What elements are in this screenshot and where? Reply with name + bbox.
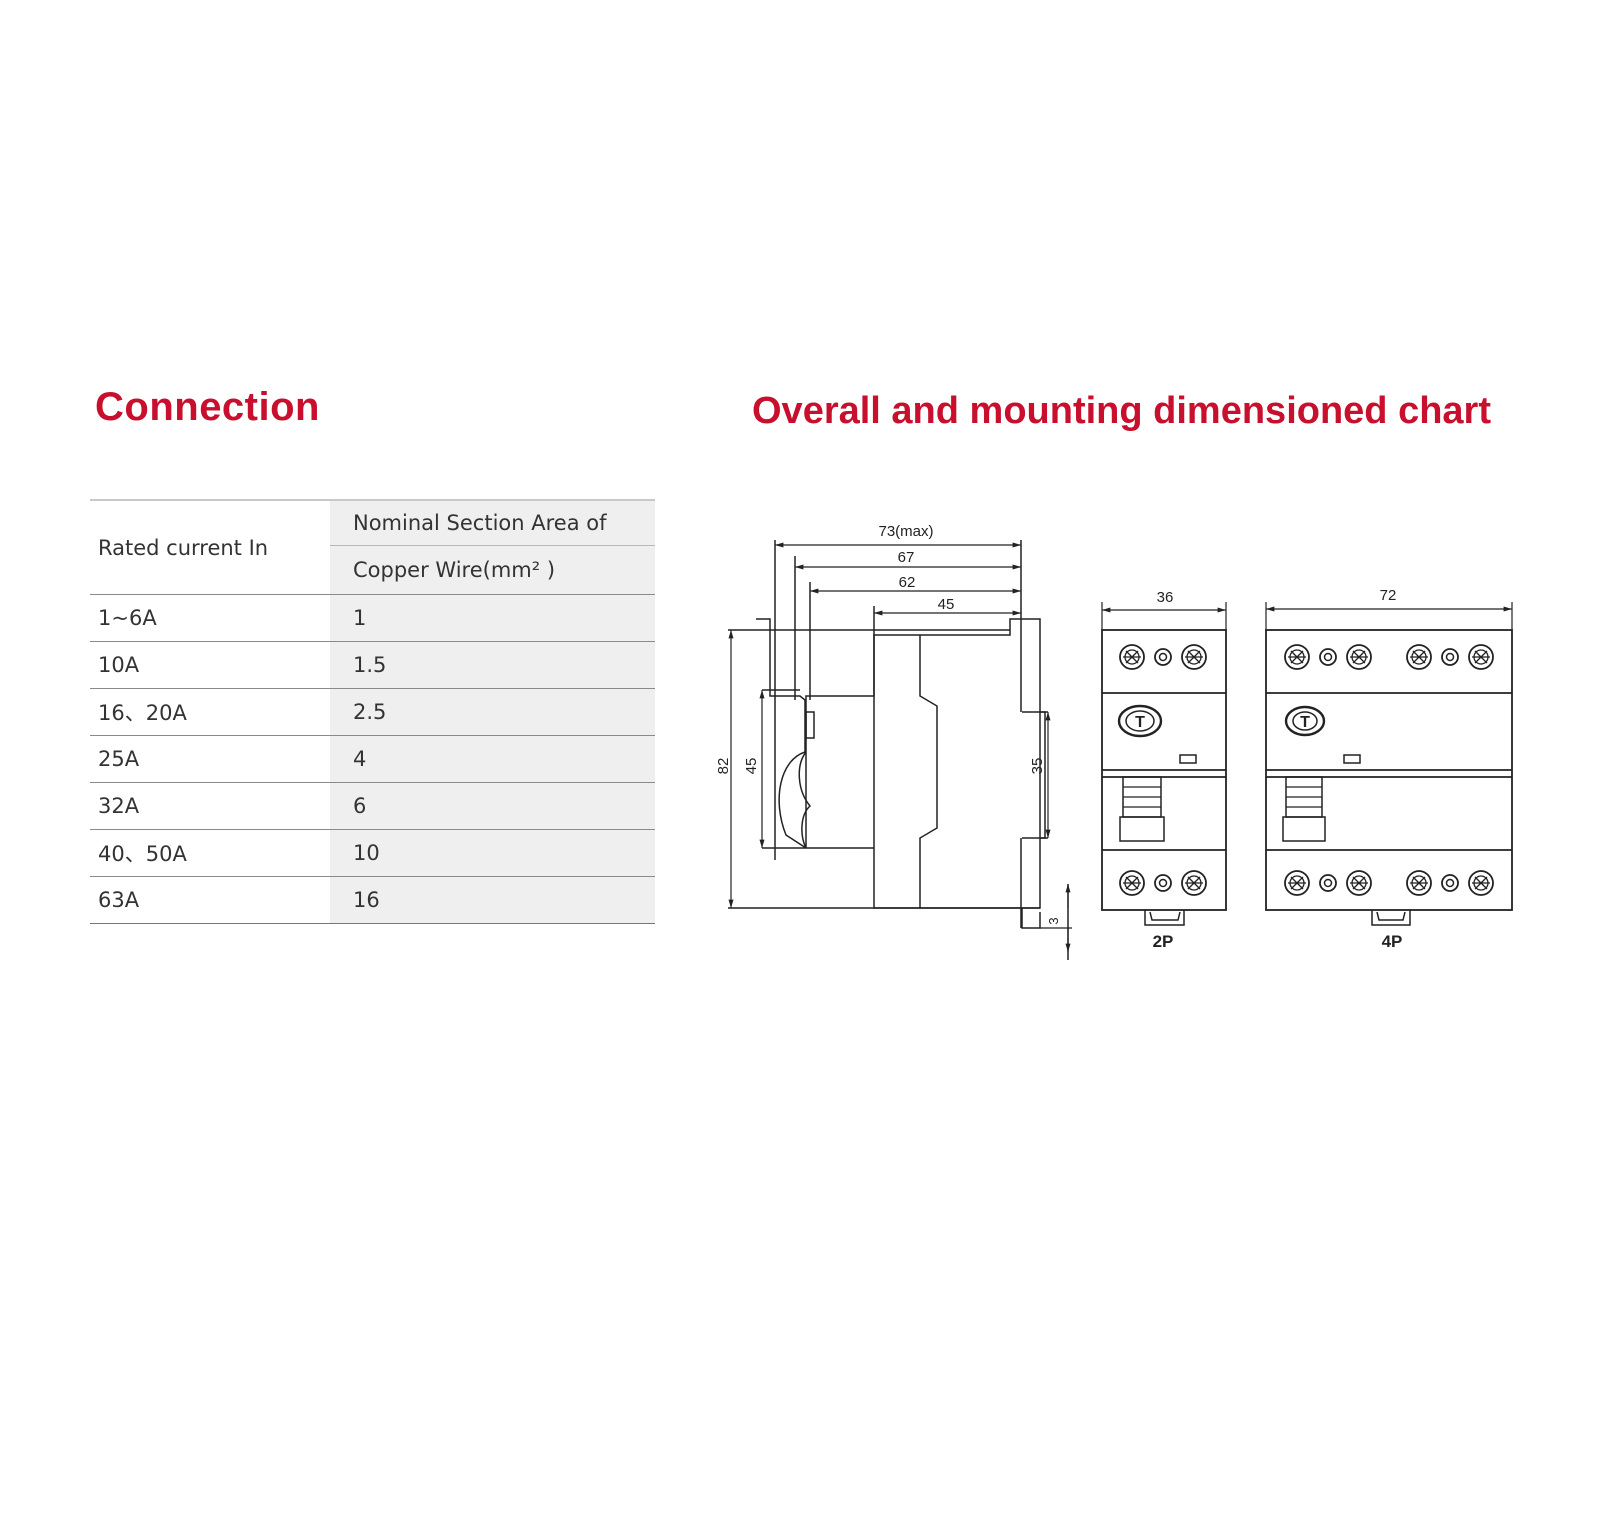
front-2p-indicator-window [1179,754,1197,764]
front-view-4p [1265,629,1513,926]
cell-current: 40、50A [90,829,330,877]
dim-35-label: 35 [1029,758,1046,775]
front-2p-screw-terminal-icon [1119,870,1145,896]
cell-area: 1.5 [330,641,655,689]
cell-area: 4 [330,735,655,783]
cell-current: 16、20A [90,688,330,736]
cell-area: 6 [330,782,655,830]
front-4p-screw-terminal-icon [1284,644,1310,670]
front-4p-indicator-window [1343,754,1361,764]
cell-current: 63A [90,876,330,924]
front-4p-screw-terminal-icon [1468,644,1494,670]
front-2p-screw-terminal-icon [1119,644,1145,670]
front-4p-terminal-icon [1441,874,1459,892]
table-row: 40、50A 10 [90,829,655,877]
front-2p-screw-terminal-icon [1181,870,1207,896]
connection-table: Rated current In Nominal Section Area of… [90,499,655,924]
cell-area: 16 [330,876,655,924]
front-4p-test-button-icon [1284,705,1326,737]
front-2p-terminal-icon [1154,874,1172,892]
dim-3-label: 3 [1046,917,1061,924]
side-view-width-dimensions [775,542,1021,616]
front-2p-terminal-icon [1154,648,1172,666]
front-view-2p [1101,629,1227,926]
connection-title: Connection [95,385,320,429]
dim-73-max-label: 73(max) [878,523,933,540]
front-4p-terminal-icon [1441,648,1459,666]
front-2p-din-clip [1144,910,1185,926]
cell-current: 25A [90,735,330,783]
dim-82-label: 82 [715,758,732,775]
side-view-din-clip [1021,711,1046,929]
table-header-row: Copper Wire(mm² ) [90,545,655,595]
dimension-drawing: 73(max) 67 62 45 82 45 35 3 T 36 2P [715,523,1513,960]
front-4p-din-clip [1371,910,1411,926]
front-4p-width-label: 72 [1380,587,1397,604]
cell-area: 1 [330,594,655,642]
front-4p-screw-terminal-icon [1284,870,1310,896]
front-4p-screw-terminal-icon [1468,870,1494,896]
cell-current: 1~6A [90,594,330,642]
table-row: 63A 16 [90,876,655,924]
table-row: 1~6A 1 [90,594,655,642]
front-4p-screw-terminal-icon [1346,870,1372,896]
cell-current: 32A [90,782,330,830]
side-view-height-dimensions [728,630,1072,952]
dim-45-height-label: 45 [743,758,760,775]
table-row: 32A 6 [90,782,655,830]
table-row: 25A 4 [90,735,655,783]
cell-area: 2.5 [330,688,655,736]
side-view-toggle-slot [805,711,815,739]
front-4p-screw-terminal-icon [1406,870,1432,896]
front-2p-test-label: T [1135,714,1145,731]
front-4p-test-label: T [1300,714,1310,731]
dim-67-label: 67 [898,549,915,566]
front-2p-width-label: 36 [1157,589,1174,606]
header-section-area-line1: Nominal Section Area of [330,499,655,546]
side-view [728,540,1069,960]
table-row: 16、20A 2.5 [90,688,655,736]
dimension-chart-title: Overall and mounting dimensioned chart [752,390,1491,432]
table-header-row: Rated current In Nominal Section Area of [90,499,655,595]
dim-45-width-label: 45 [938,596,955,613]
front-2p-label: 2P [1153,932,1174,951]
front-2p-screw-terminal-icon [1181,644,1207,670]
side-view-outline [756,618,1041,909]
front-4p-terminal-icon [1319,648,1337,666]
dim-62-label: 62 [899,574,916,591]
header-rated-current: Rated current In [90,499,330,595]
front-4p-screw-terminal-icon [1346,644,1372,670]
front-4p-terminal-icon [1319,874,1337,892]
header-section-area-line2: Copper Wire(mm² ) [330,545,655,595]
table-row: 10A 1.5 [90,641,655,689]
front-4p-label: 4P [1382,932,1403,951]
cell-current: 10A [90,641,330,689]
cell-area: 10 [330,829,655,877]
front-4p-screw-terminal-icon [1406,644,1432,670]
front-2p-test-button-icon [1117,704,1163,738]
